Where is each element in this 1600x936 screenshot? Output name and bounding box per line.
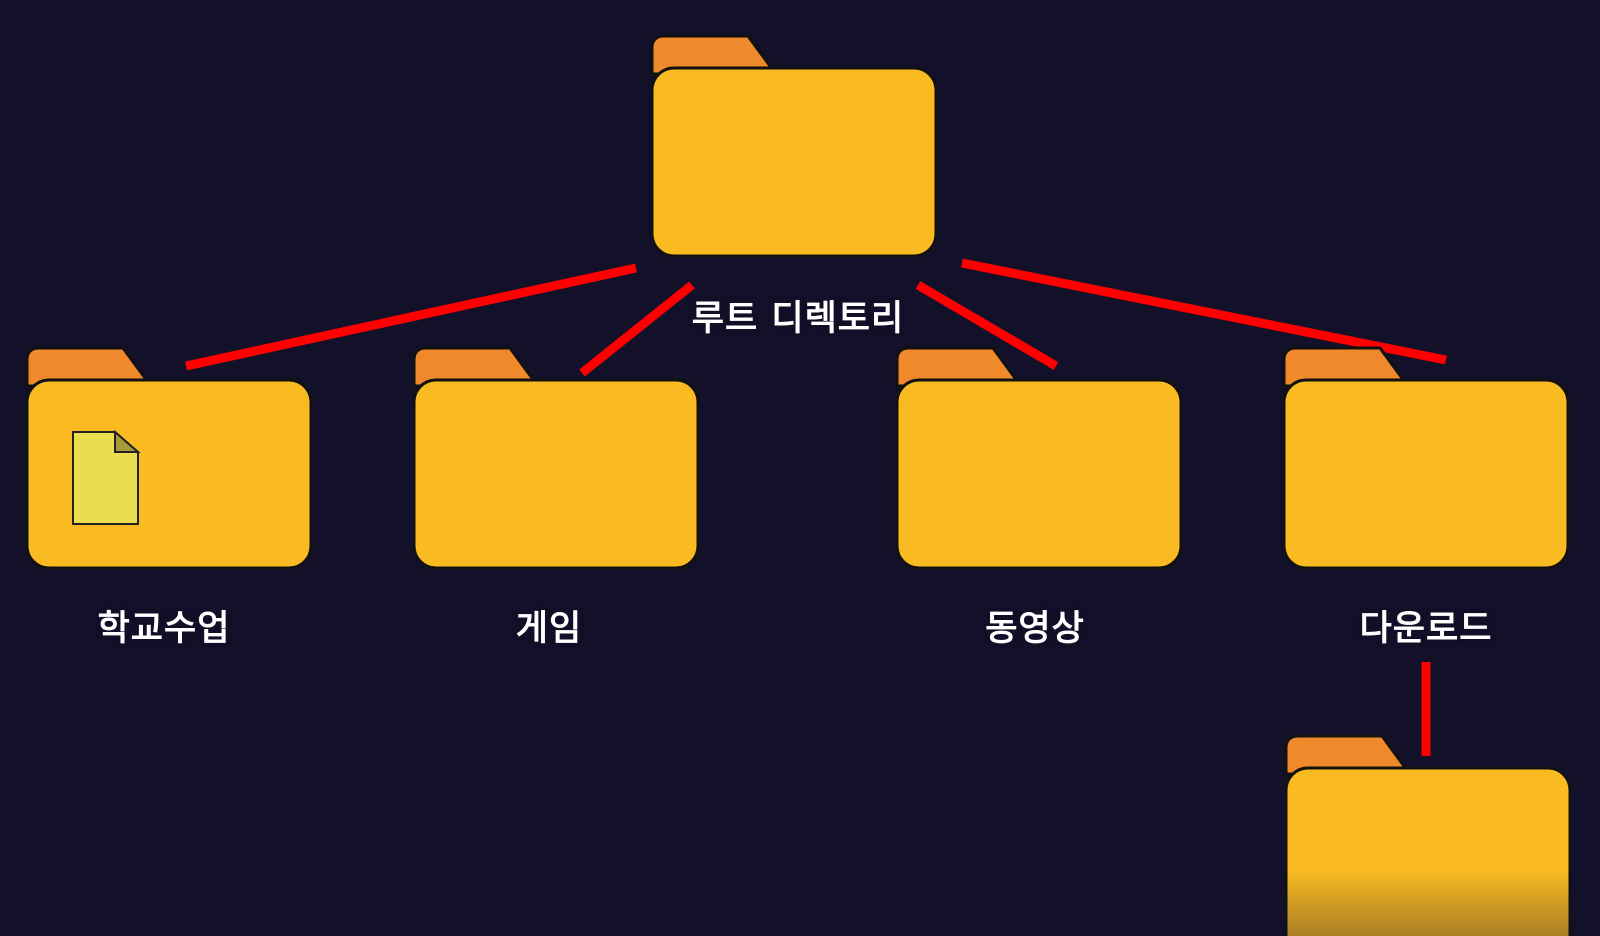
subfolder-download-icon[interactable] bbox=[1284, 734, 1574, 936]
root-folder-icon[interactable] bbox=[650, 34, 940, 260]
connector-root-to-download bbox=[961, 258, 1447, 365]
folder-download-label: 다운로드 bbox=[1359, 609, 1493, 649]
root-folder-label: 루트 디렉토리 bbox=[691, 299, 905, 339]
folder-video-label: 동영상 bbox=[985, 609, 1085, 649]
folder-school-icon[interactable] bbox=[25, 346, 315, 572]
folder-game-label: 게임 bbox=[515, 609, 583, 649]
connector-root-to-game bbox=[579, 281, 695, 377]
folder-download-icon[interactable] bbox=[1282, 346, 1572, 572]
connector-root-to-video bbox=[915, 281, 1059, 370]
folder-school-label: 학교수업 bbox=[97, 609, 231, 649]
connector-root-to-school bbox=[185, 263, 637, 371]
folder-video-icon[interactable] bbox=[895, 346, 1185, 572]
folder-game-icon[interactable] bbox=[412, 346, 702, 572]
document-icon bbox=[72, 429, 141, 525]
